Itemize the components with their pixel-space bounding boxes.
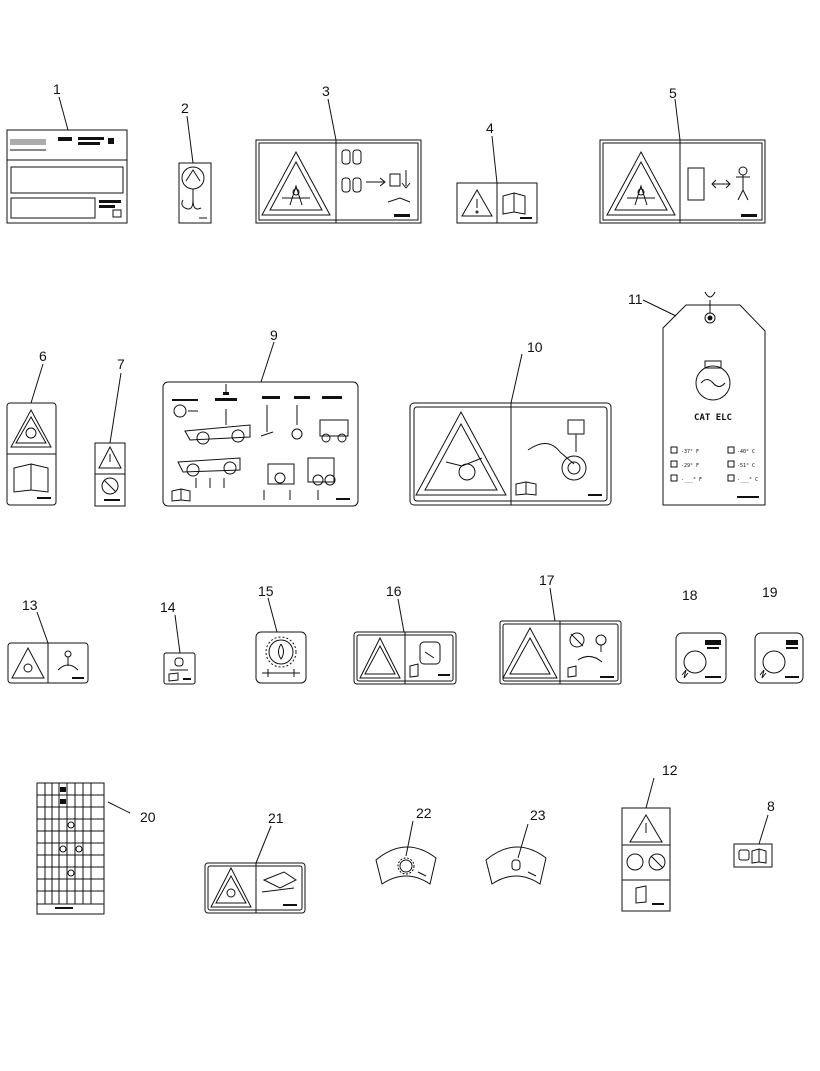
- decal-14-symbol: [163, 652, 196, 685]
- decal-23-arc-decal: [485, 846, 547, 885]
- decal-17-warning: [499, 620, 622, 685]
- callout-9: 9: [270, 327, 278, 343]
- callout-4: 4: [486, 120, 494, 136]
- decal-18-amp-decal: [675, 632, 727, 684]
- tag11-temp-5: -___° F: [681, 477, 702, 483]
- tag11-temp-1: -37° F: [681, 449, 699, 455]
- tag11-temp-3: -29° F: [681, 463, 699, 469]
- decal-20-service-chart: [36, 782, 105, 915]
- elc-temp-checkboxes: [670, 446, 735, 482]
- callout-12: 12: [662, 762, 678, 778]
- decal-13-warning: [7, 642, 89, 684]
- tag11-title: CAT ELC: [694, 413, 732, 423]
- callout-22: 22: [416, 805, 432, 821]
- callout-18: 18: [682, 587, 698, 603]
- decal-22-arc-decal: [375, 846, 437, 885]
- leader-lines: [30, 96, 769, 864]
- decal-5-warning: [599, 139, 766, 224]
- callout-3: 3: [322, 83, 330, 99]
- callout-20: 20: [140, 809, 156, 825]
- callout-7: 7: [117, 356, 125, 372]
- callout-13: 13: [22, 597, 38, 613]
- callout-14: 14: [160, 599, 176, 615]
- decal-12-warning: [621, 807, 671, 912]
- callout-11: 11: [628, 291, 643, 307]
- decal-9-lifting-chart: [162, 381, 359, 507]
- callout-17: 17: [539, 572, 555, 588]
- decal-7-warning: [94, 442, 126, 507]
- decal-10-warning: [409, 402, 612, 506]
- decal-21-warning: [204, 862, 306, 914]
- tag11-temp-6: -___° C: [737, 477, 758, 483]
- decal-16-warning: [353, 631, 457, 685]
- callout-21: 21: [268, 810, 284, 826]
- decal-4-read-manual: [456, 182, 538, 224]
- callout-2: 2: [181, 100, 189, 116]
- tag11-temp-4: -51° C: [737, 463, 755, 469]
- callout-5: 5: [669, 85, 677, 101]
- callout-10: 10: [527, 339, 543, 355]
- decal-8-symbol: [733, 843, 773, 868]
- callout-8: 8: [767, 798, 775, 814]
- callout-15: 15: [258, 583, 274, 599]
- decal-3-warning: [255, 139, 422, 224]
- decal-15-gauge: [255, 631, 307, 684]
- decal-19-amp-decal: [754, 632, 804, 684]
- callout-23: 23: [530, 807, 546, 823]
- callout-19: 19: [762, 584, 778, 600]
- decal-1-nameplate: [6, 129, 128, 224]
- callout-16: 16: [386, 583, 402, 599]
- callout-6: 6: [39, 348, 47, 364]
- decal-2-lift-point: [178, 162, 212, 224]
- callout-1: 1: [53, 81, 61, 97]
- decal-6-warning: [6, 402, 57, 506]
- decal-11-elc-tag: CAT ELC -37° F -40° C -29° F -51° C -___…: [662, 291, 766, 506]
- tag11-temp-2: -40° C: [737, 449, 755, 455]
